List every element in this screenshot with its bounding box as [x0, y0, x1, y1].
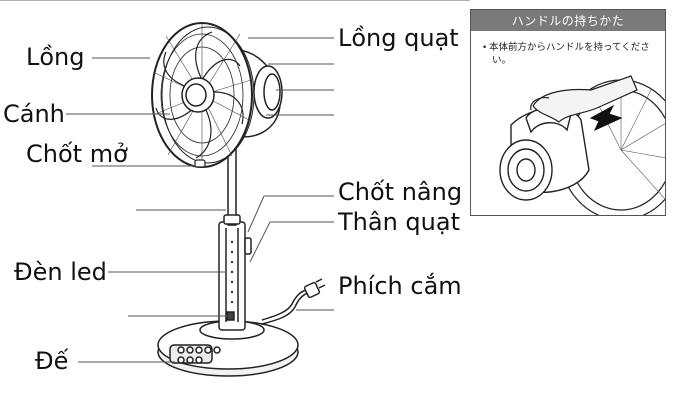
label-open-pin: Chốt mở: [26, 140, 128, 168]
inset-instruction-text: 本体前方からハンドルを持ってください。: [488, 42, 650, 66]
fan-pole: [223, 144, 241, 226]
label-base: Đế: [35, 347, 69, 375]
leader-fan-body: [249, 221, 271, 263]
open-pin-knob: [194, 159, 206, 168]
handle-illustration: [499, 75, 665, 215]
label-lift-pin: Chốt nâng: [338, 178, 463, 206]
label-cage: Lồng: [26, 43, 85, 71]
handle-instruction-panel: ハンドルの持ちかた • 本体前方からハンドルを持ってください。: [470, 9, 666, 216]
label-fan-cage: Lồng quạt: [338, 24, 459, 52]
power-plug: [303, 278, 326, 299]
inset-instruction: • 本体前方からハンドルを持ってください。: [483, 42, 665, 68]
label-fan-body: Thân quạt: [338, 208, 460, 236]
fan-base: [157, 320, 299, 377]
power-cord: [261, 289, 309, 325]
label-blade: Cánh: [3, 100, 65, 128]
fan-hub: [181, 77, 215, 113]
led-indicators: [230, 240, 234, 304]
direction-arrow: [589, 104, 623, 132]
inset-title: ハンドルの持ちかた: [471, 10, 665, 31]
label-led: Đèn led: [14, 258, 107, 286]
hand-graphic: [530, 75, 638, 123]
leader-lines: [66, 37, 334, 363]
label-plug: Phích cắm: [338, 272, 462, 300]
inset-bullet: •: [483, 42, 487, 53]
leader-lift-pin: [247, 195, 265, 233]
fan-body-column: [218, 221, 252, 331]
